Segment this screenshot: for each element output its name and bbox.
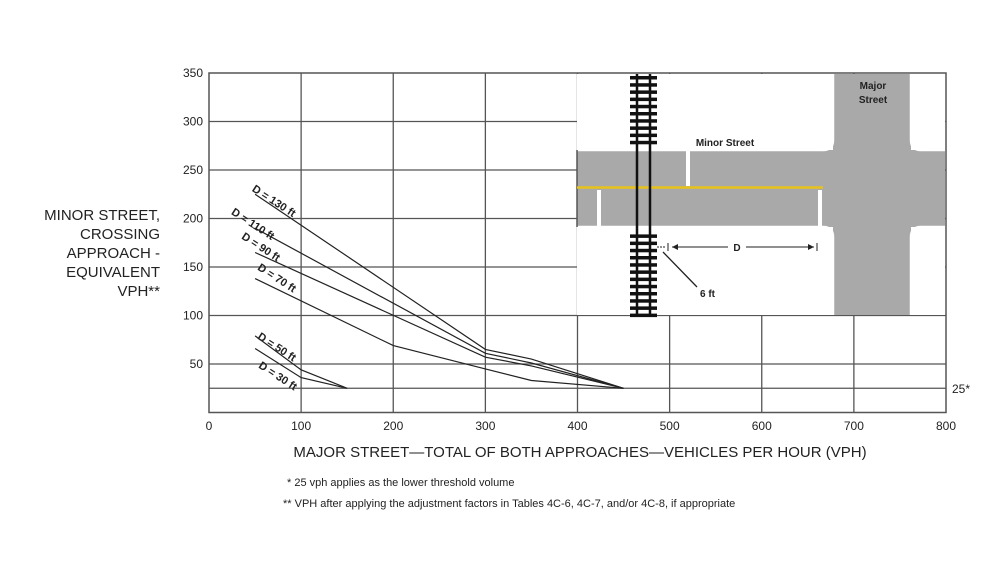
x-tick-label: 0	[206, 419, 213, 433]
x-tick-label: 600	[752, 419, 772, 433]
y-title-line: APPROACH -	[67, 245, 160, 262]
y-tick-label: 100	[183, 309, 203, 323]
rail-tie	[630, 256, 657, 260]
rail-tie	[630, 277, 657, 282]
rail-tie	[630, 97, 657, 102]
y-tick-label: 250	[183, 163, 203, 177]
rail-tie	[630, 133, 657, 138]
rail-tie	[630, 112, 657, 116]
x-tick-label: 200	[383, 419, 403, 433]
offset-label: 6 ft	[700, 289, 716, 300]
y-tick-label: 350	[183, 66, 203, 80]
series-line	[254, 193, 624, 389]
y-title-line: EQUIVALENT	[66, 264, 160, 281]
rail-tie	[630, 248, 657, 253]
minor-street-label: Minor Street	[696, 138, 755, 149]
leader-line	[662, 251, 698, 288]
rail-tie	[630, 119, 657, 123]
footnote-2: ** VPH after applying the adjustment fac…	[283, 498, 735, 510]
y-tick-label: 300	[183, 115, 203, 129]
rail-tie	[630, 263, 657, 267]
y-title-line: CROSSING	[80, 226, 160, 243]
rail-tie	[630, 126, 657, 130]
rail-tie	[630, 292, 657, 296]
x-tick-label: 800	[936, 419, 956, 433]
x-axis-title: MAJOR STREET—TOTAL OF BOTH APPROACHES—VE…	[293, 444, 866, 461]
rail-tie	[630, 299, 657, 303]
major-street-road	[833, 74, 911, 315]
x-tick-label: 100	[291, 419, 311, 433]
series-line	[254, 251, 624, 389]
y-tick-label: 150	[183, 260, 203, 274]
series-line	[254, 347, 348, 389]
rail-tie	[630, 234, 657, 238]
rail-tie	[630, 284, 657, 289]
rail-tie	[630, 104, 657, 109]
x-tick-label: 400	[567, 419, 587, 433]
curb-line	[577, 225, 835, 315]
y-tick-label: 200	[183, 212, 203, 226]
series-line	[254, 227, 624, 389]
rail-tie	[630, 76, 657, 80]
y-title-line: MINOR STREET,	[44, 207, 160, 224]
tick-labels: 0 100 200 300 400 500 600 700 800 50 100 150 200 250 3…	[183, 66, 956, 433]
y-axis-title: MINOR STREET, CROSSING APPROACH - EQUIVA…	[44, 207, 160, 300]
y-title-line: VPH**	[117, 283, 160, 300]
footnote-1: * 25 vph applies as the lower threshold …	[287, 477, 514, 489]
major-street-label: Major	[860, 81, 887, 92]
rail-tie	[630, 83, 657, 87]
y-tick-label: 50	[190, 357, 204, 371]
curb-line	[909, 74, 945, 152]
rail-tie	[630, 313, 657, 318]
x-tick-label: 500	[660, 419, 680, 433]
arrow-head	[808, 244, 814, 250]
x-tick-label: 700	[844, 419, 864, 433]
rail-tie	[630, 241, 657, 246]
rail-tie	[630, 90, 657, 94]
rail-tie	[630, 306, 657, 310]
major-street-label: Street	[859, 95, 888, 106]
distance-label: D	[733, 243, 740, 254]
curb-line	[909, 225, 945, 315]
rail-tie	[630, 140, 657, 145]
x-tick-label: 300	[475, 419, 495, 433]
series-line	[254, 278, 624, 389]
series-line	[254, 335, 348, 389]
threshold-label: 25*	[952, 382, 970, 396]
curb-line	[577, 74, 835, 152]
rail-tie	[630, 270, 657, 274]
arrow-head	[672, 244, 678, 250]
